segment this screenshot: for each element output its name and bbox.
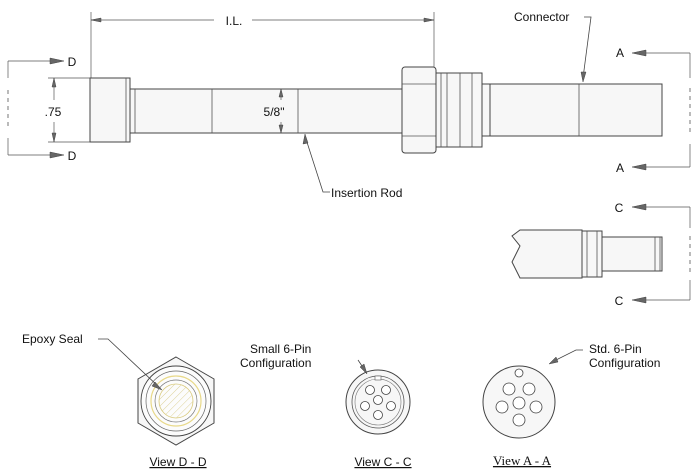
section-a-bottom-label: A [616, 161, 624, 175]
std-pin-label-line1: Std. 6-Pin [589, 342, 642, 356]
view-d-d: Epoxy Seal View D - D [22, 332, 215, 469]
view-cc-caption: View C - C [354, 455, 411, 469]
section-c-markers: C C [615, 201, 691, 308]
rear-cap [89, 77, 131, 143]
epoxy-seal-ring [150, 375, 202, 427]
rod-diameter-label: 5/8" [264, 105, 285, 119]
rod-diameter-dimension: 5/8" [264, 88, 285, 134]
cap-diameter-label: .75 [45, 105, 62, 119]
connector-callout: Connector [514, 10, 592, 83]
detail-body-break [511, 229, 583, 279]
section-a-markers: A A [616, 46, 691, 175]
insertion-length-label: I.L. [226, 14, 243, 28]
section-c-bottom-label: C [615, 294, 624, 308]
view-dd-caption: View D - D [149, 455, 206, 469]
small-pin-label-line1: Small 6-Pin [250, 342, 311, 356]
connector-body [489, 83, 663, 137]
view-c-c: Small 6-Pin Configuration View C - C [240, 342, 412, 469]
cap-diameter-dimension: .75 [45, 77, 90, 143]
section-d-top-label: D [68, 55, 77, 69]
std-pin-label-line2: Configuration [589, 356, 660, 370]
std-pin-array [495, 382, 543, 427]
small-pin-array [360, 385, 396, 420]
compression-fitting [435, 72, 483, 148]
epoxy-seal-fill [158, 383, 194, 419]
hex-nut [401, 66, 437, 154]
section-d-markers: D D [7, 55, 77, 163]
detail-collar [581, 230, 603, 278]
insertion-rod-label: Insertion Rod [331, 186, 402, 200]
view-a-a: Std. 6-Pin Configuration View A - A [482, 342, 660, 468]
insertion-rod-callout: Insertion Rod [302, 133, 402, 200]
section-c-top-label: C [615, 201, 624, 215]
connector-label: Connector [514, 10, 569, 24]
connector-collar [481, 83, 491, 137]
insertion-rod [129, 88, 407, 134]
small-connector-detail [511, 229, 663, 279]
view-aa-caption: View A - A [493, 453, 552, 468]
sensor-assembly [89, 66, 663, 154]
section-d-bottom-label: D [68, 149, 77, 163]
section-a-top-label: A [616, 46, 624, 60]
epoxy-seal-label: Epoxy Seal [22, 332, 83, 346]
small-pin-label-line2: Configuration [240, 356, 311, 370]
insertion-length-dimension: I.L. [90, 12, 435, 78]
detail-pin-housing [601, 236, 663, 272]
